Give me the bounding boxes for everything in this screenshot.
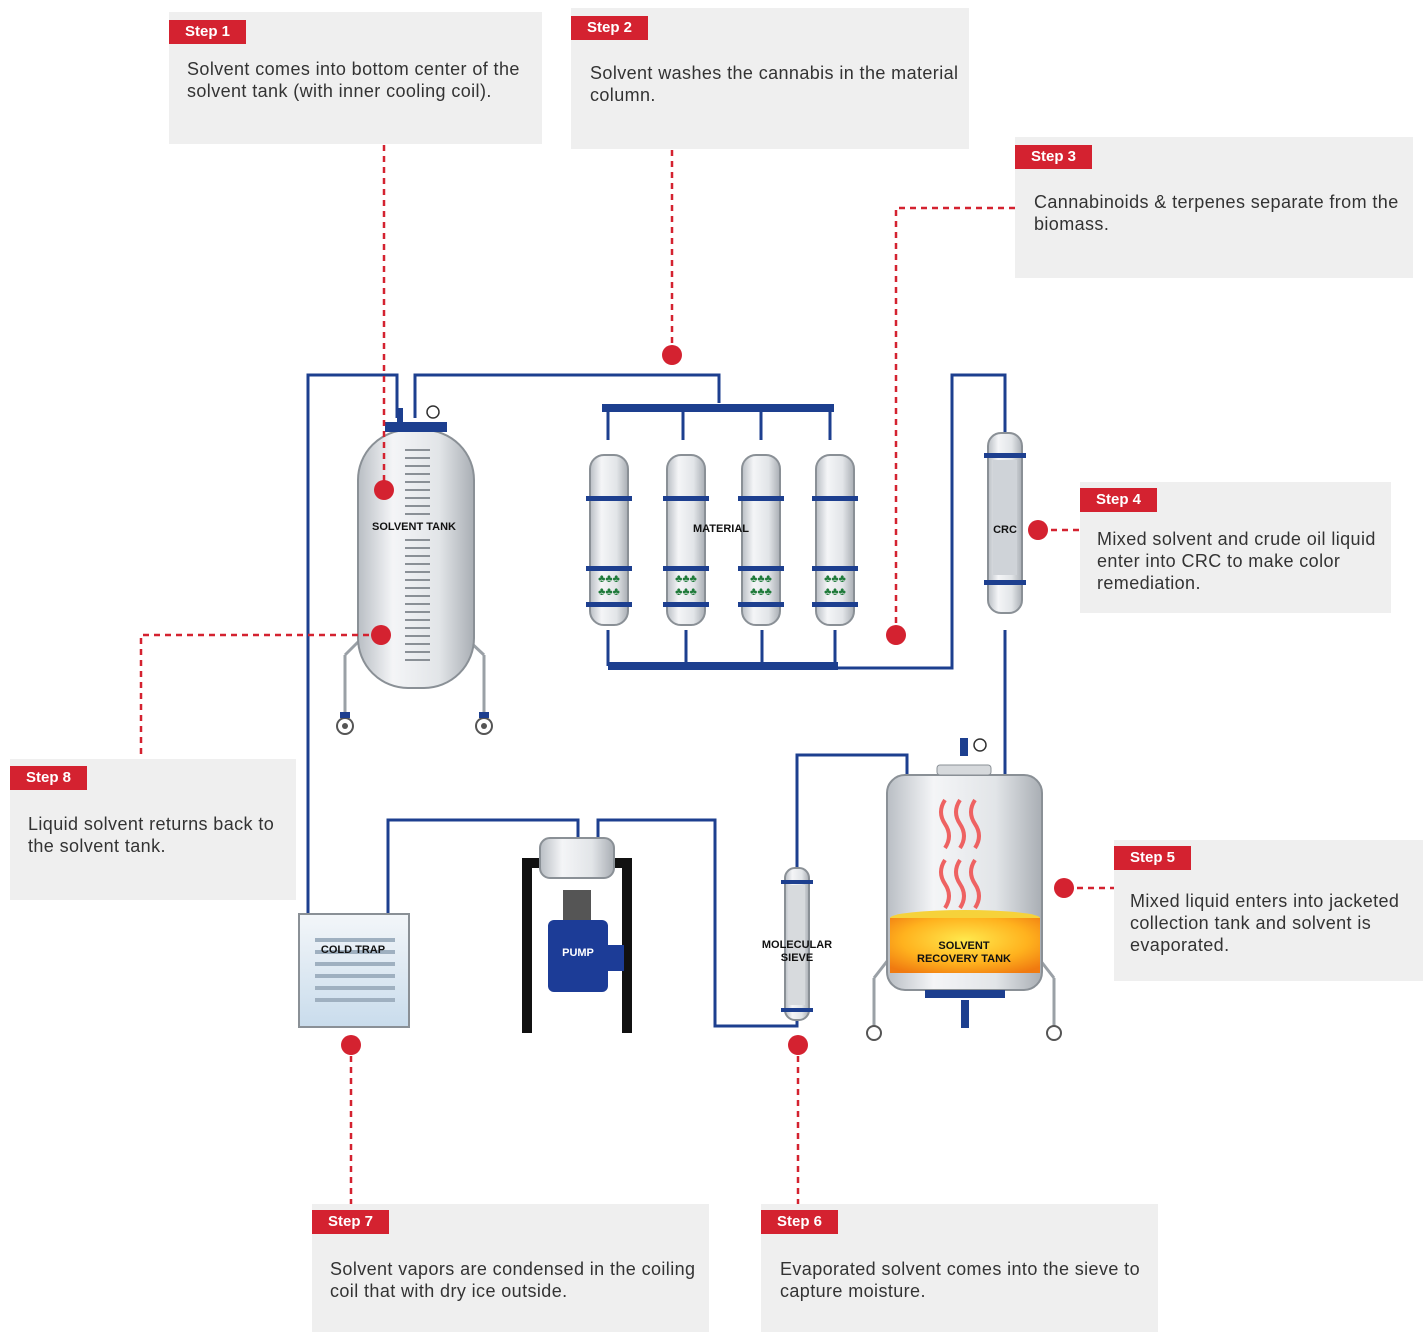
step-7-box: Step 7 Solvent vapors are condensed in t…	[312, 1204, 709, 1332]
svg-text:♣♣♣: ♣♣♣	[675, 573, 697, 585]
solvent-tank-label: SOLVENT TANK	[372, 521, 456, 533]
callout-dot-step6	[788, 1035, 808, 1055]
svg-text:♣♣♣: ♣♣♣	[750, 573, 772, 585]
pipes	[306, 373, 1007, 1028]
step-7-text: Solvent vapors are condensed in the coil…	[330, 1259, 696, 1301]
step-2-text: Solvent washes the cannabis in the mater…	[590, 63, 959, 105]
step-1-text: Solvent comes into bottom center of the …	[187, 59, 520, 101]
callout-line-step8	[139, 633, 380, 760]
svg-text:♣♣♣: ♣♣♣	[824, 586, 846, 598]
step-6-box: Step 6 Evaporated solvent comes into the…	[761, 1204, 1158, 1332]
svg-text:♣♣♣: ♣♣♣	[598, 573, 620, 585]
cold-trap-label: COLD TRAP	[321, 944, 385, 956]
step-1-tag: Step 1	[169, 20, 247, 44]
step-2-tag: Step 2	[571, 16, 649, 40]
solvent-recovery-tank: SOLVENT RECOVERY TANK	[866, 738, 1062, 1041]
step-6-tag: Step 6	[761, 1210, 839, 1234]
step-5-tag: Step 5	[1114, 846, 1192, 870]
material-manifolds	[602, 404, 838, 670]
callout-dot-step1	[374, 480, 394, 500]
material-label: MATERIAL	[693, 523, 749, 535]
step-6-text: Evaporated solvent comes into the sieve …	[780, 1259, 1140, 1301]
step-5-box: Step 5 Mixed liquid enters into jacketed…	[1114, 840, 1423, 981]
molecular-sieve: MOLECULAR SIEVE	[762, 867, 832, 1021]
svg-text:♣♣♣: ♣♣♣	[824, 573, 846, 585]
pipe-pump-to-coldtrap	[386, 818, 580, 922]
crc-label: CRC	[993, 524, 1017, 536]
svg-text:♣♣♣: ♣♣♣	[598, 586, 620, 598]
step-3-tag: Step 3	[1015, 145, 1093, 169]
material-columns: ♣♣♣ ♣♣♣ ♣♣♣ ♣♣♣ ♣♣♣ ♣♣♣ ♣♣♣ ♣♣♣ MAT	[586, 454, 858, 626]
step-4-box: Step 4 Mixed solvent and crude oil liqui…	[1080, 482, 1391, 613]
pipe-return-to-solvent	[306, 373, 399, 920]
svg-text:♣♣♣: ♣♣♣	[750, 586, 772, 598]
pipe-solvent-to-material	[413, 373, 721, 418]
svg-text:♣♣♣: ♣♣♣	[675, 586, 697, 598]
step-2-box: Step 2 Solvent washes the cannabis in th…	[571, 8, 969, 149]
material-column: ♣♣♣ ♣♣♣	[586, 454, 632, 626]
callout-dot-step2	[662, 345, 682, 365]
recovery-tank-label-2: RECOVERY TANK	[917, 953, 1011, 965]
step-1-box: Step 1 Solvent comes into bottom center …	[169, 12, 542, 144]
callout-dot-step5	[1054, 878, 1074, 898]
callout-dot-step4	[1028, 520, 1048, 540]
pump-label: PUMP	[562, 947, 594, 959]
step-3-text: Cannabinoids & terpenes separate from th…	[1034, 192, 1399, 234]
callout-dot-step7	[341, 1035, 361, 1055]
crc-column: CRC	[984, 432, 1026, 614]
cold-trap: COLD TRAP	[298, 913, 410, 1028]
molecular-sieve-label-2: SIEVE	[781, 952, 813, 964]
solvent-tank: SOLVENT TANK	[336, 405, 493, 735]
material-column: ♣♣♣ ♣♣♣	[738, 454, 784, 626]
pump: PUMP	[522, 837, 632, 1033]
material-column: ♣♣♣ ♣♣♣	[663, 454, 709, 626]
step-4-tag: Step 4	[1080, 488, 1158, 512]
step-7-tag: Step 7	[312, 1210, 390, 1234]
step-8-tag: Step 8	[10, 766, 88, 790]
molecular-sieve-label-1: MOLECULAR	[762, 939, 832, 951]
recovery-tank-label-1: SOLVENT	[938, 940, 989, 952]
step-8-text: Liquid solvent returns back to the solve…	[28, 814, 275, 856]
pipe-material-to-crc	[838, 373, 1007, 670]
callout-lines	[139, 145, 1114, 1205]
step-3-box: Step 3 Cannabinoids & terpenes separate …	[1015, 137, 1413, 278]
step-8-box: Step 8 Liquid solvent returns back to th…	[10, 759, 296, 900]
callout-dots	[341, 345, 1074, 1055]
step-4-text: Mixed solvent and crude oil liquid enter…	[1097, 529, 1376, 593]
callout-dot-step8	[371, 625, 391, 645]
step-5-text: Mixed liquid enters into jacketed collec…	[1130, 891, 1400, 955]
callout-dot-step3	[886, 625, 906, 645]
material-column: ♣♣♣ ♣♣♣	[812, 454, 858, 626]
pipe-sieve-to-pump	[596, 818, 799, 1028]
